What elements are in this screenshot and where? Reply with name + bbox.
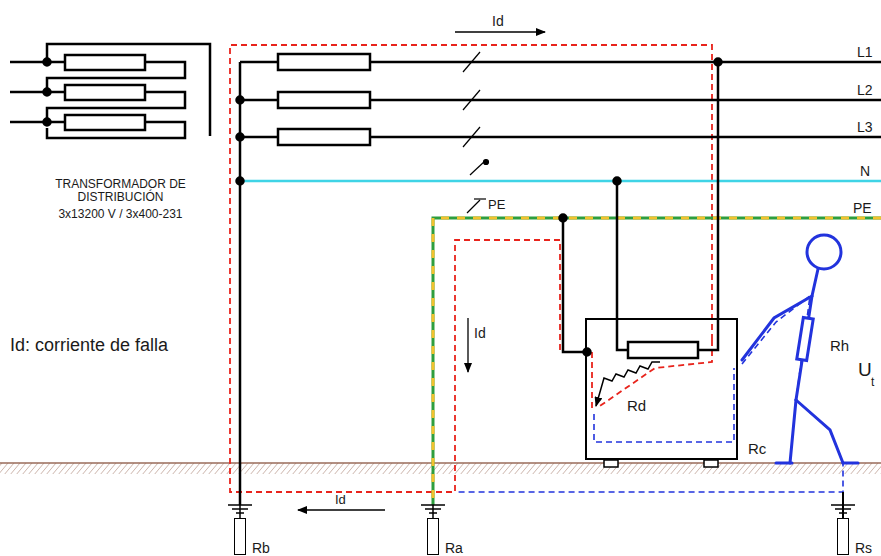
fault-current-path [597,340,712,408]
current-label: Id [335,493,346,507]
current-label: Id [474,326,486,341]
transformer-symbol [10,44,210,138]
device-wiring [560,59,722,468]
earth-electrode: Ra [427,518,439,555]
resistance-label: Ra [445,541,463,556]
transformer-label: TRANSFORMADOR DE DISTRIBUCIÓN [48,178,193,204]
ground-line [0,462,881,464]
earth-electrode: Rs [837,518,849,555]
resistance-label: Rc [748,441,766,458]
line-label: L2 [857,83,873,98]
pe-conductor [433,218,881,505]
transformer-rating: 3x13200 V / 3x400-231 [48,208,193,221]
pe-conductor [433,218,881,505]
current-label: Id [492,14,504,29]
line-label: L3 [857,120,873,135]
line-label: L1 [857,45,873,60]
device-enclosure: Rd [585,318,738,460]
person-figure [742,235,858,463]
ground-hatch [0,463,881,474]
resistance-label: Rs [855,541,872,556]
conductor-label: PE [853,201,872,216]
conductor-label: PE [488,198,505,212]
supply-lines [237,54,881,505]
legend-note: Id: corriente de falla [10,336,168,356]
switch-symbol [463,52,489,213]
current-arrows [298,32,545,510]
line-label: N [860,164,870,179]
fault-current-path [230,45,712,492]
resistance-label: Rd [627,398,646,415]
resistance-label: Rh [830,338,849,355]
voltage-label: U [858,360,872,381]
earth-symbols [228,492,855,518]
earth-electrode: Rb [234,518,246,555]
resistance-label: Rb [252,541,270,556]
voltage-subscript: t [871,376,874,389]
touch-current-path [455,296,843,492]
